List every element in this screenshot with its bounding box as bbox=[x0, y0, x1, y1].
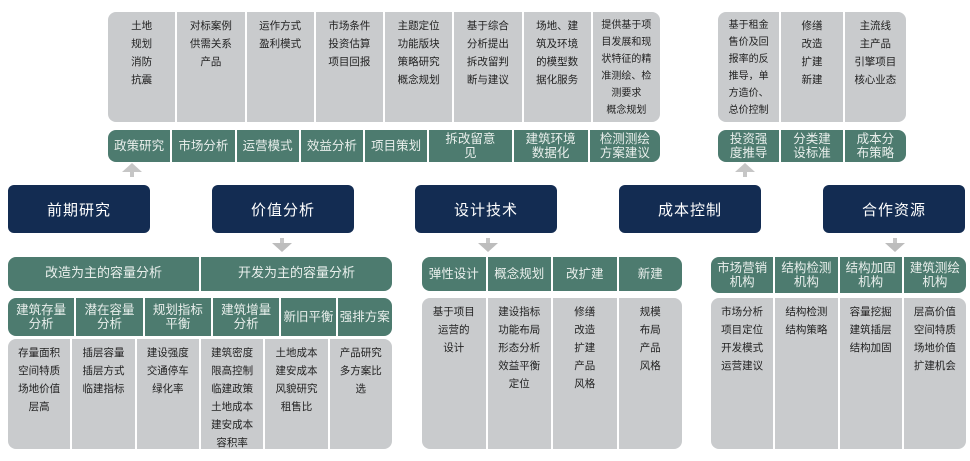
header-renovation-expansion[interactable]: 改扩建 bbox=[553, 257, 617, 291]
design-headers: 弹性设计 概念规划 改扩建 新建 bbox=[422, 257, 682, 291]
header-index-balance[interactable]: 规划指标平衡 bbox=[144, 298, 211, 336]
detail-stock: 存量面积空间特质场地价值层高 bbox=[8, 339, 71, 449]
detail-index: 建设强度交通停车绿化率 bbox=[136, 339, 199, 449]
detail-marketing: 市场分析项目定位开发模式运营建议 bbox=[711, 298, 774, 449]
header-forced-layout[interactable]: 强排方案 bbox=[337, 298, 392, 336]
header-investment-intensity[interactable]: 投资强度推导 bbox=[718, 130, 780, 162]
detail-forced: 产品研究多方案比选 bbox=[329, 339, 392, 449]
arrow-up-icon bbox=[735, 163, 755, 172]
arrow-up-research bbox=[122, 163, 142, 177]
detail-market: 对标案例供需关系产品 bbox=[177, 12, 245, 122]
header-market-analysis[interactable]: 市场分析 bbox=[172, 130, 235, 162]
arrow-up-cost bbox=[735, 163, 755, 177]
detail-potential: 插层容量插层方式临建指标 bbox=[72, 339, 135, 449]
stage-cooperation-resources[interactable]: 合作资源 bbox=[823, 185, 965, 233]
cost-headers: 投资强度推导 分类建设标准 成本分布策略 bbox=[718, 130, 906, 162]
header-demolition-opinion[interactable]: 拆改留意见 bbox=[429, 130, 512, 162]
detail-survey-agency: 层高价值空间特质场地价值扩建机会 bbox=[903, 298, 966, 449]
research-headers: 政策研究 市场分析 运营模式 效益分析 项目策划 拆改留意见 建筑环境数据化 检… bbox=[108, 130, 660, 162]
header-potential-capacity[interactable]: 潜在容量分析 bbox=[76, 298, 143, 336]
value-groups: 改造为主的容量分析 开发为主的容量分析 bbox=[8, 257, 392, 291]
header-concept-planning[interactable]: 概念规划 bbox=[487, 257, 551, 291]
arrow-up-icon bbox=[122, 163, 142, 172]
detail-policy: 土地规划消防抗震 bbox=[108, 12, 176, 122]
detail-flexible: 基于项目运营的设计 bbox=[422, 298, 486, 449]
header-build-standards[interactable]: 分类建设标准 bbox=[781, 130, 843, 162]
detail-digitization: 场地、建筑及环境的模型数据化服务 bbox=[523, 12, 591, 122]
header-building-survey[interactable]: 建筑测绘机构 bbox=[903, 257, 966, 293]
header-project-planning[interactable]: 项目策划 bbox=[365, 130, 428, 162]
header-increment-analysis[interactable]: 建筑增量分析 bbox=[212, 298, 280, 336]
header-stock-analysis[interactable]: 建筑存量分析 bbox=[8, 298, 75, 336]
stage-cost-control[interactable]: 成本控制 bbox=[619, 185, 761, 233]
partner-details: 市场分析项目定位开发模式运营建议 结构检测结构策略 容量挖掘建筑插层结构加固 层… bbox=[711, 298, 966, 449]
stage-preliminary-research[interactable]: 前期研究 bbox=[8, 185, 150, 233]
arrow-down-partners bbox=[885, 238, 905, 252]
cost-details: 基于租金售价及回报率的反推导，单方造价、总价控制 修缮改造扩建新建 主流线主产品… bbox=[718, 12, 906, 122]
detail-concept: 建设指标功能布局形态分析效益平衡定位 bbox=[487, 298, 551, 449]
stage-design-technology[interactable]: 设计技术 bbox=[415, 185, 557, 233]
value-details: 存量面积空间特质场地价值层高 插层容量插层方式临建指标 建设强度交通停车绿化率 … bbox=[8, 339, 392, 449]
header-flexible-design[interactable]: 弹性设计 bbox=[422, 257, 486, 291]
header-old-new-balance[interactable]: 新旧平衡 bbox=[281, 298, 336, 336]
research-details: 土地规划消防抗震 对标案例供需关系产品 运作方式盈利模式 市场条件投资估算项目回… bbox=[108, 12, 660, 122]
header-structure-reinforcement[interactable]: 结构加固机构 bbox=[839, 257, 902, 293]
header-benefit-analysis[interactable]: 效益分析 bbox=[300, 130, 363, 162]
header-operation-mode[interactable]: 运营模式 bbox=[236, 130, 299, 162]
partner-headers: 市场营销机构 结构检测机构 结构加固机构 建筑测绘机构 bbox=[711, 257, 966, 293]
header-survey-plan[interactable]: 检测测绘方案建议 bbox=[589, 130, 660, 162]
group-development-capacity[interactable]: 开发为主的容量分析 bbox=[201, 257, 392, 291]
arrow-down-icon bbox=[885, 243, 905, 252]
header-env-digitization[interactable]: 建筑环境数据化 bbox=[513, 130, 588, 162]
stage-value-analysis[interactable]: 价值分析 bbox=[212, 185, 354, 233]
detail-investment: 基于租金售价及回报率的反推导，单方造价、总价控制 bbox=[718, 12, 780, 122]
header-cost-distribution[interactable]: 成本分布策略 bbox=[844, 130, 906, 162]
arrow-down-icon bbox=[478, 243, 498, 252]
detail-new-build: 规模布局产品风格 bbox=[618, 298, 682, 449]
header-structure-inspection[interactable]: 结构检测机构 bbox=[775, 257, 838, 293]
detail-renovation: 修缮改造扩建产品风格 bbox=[553, 298, 617, 449]
value-headers: 建筑存量分析 潜在容量分析 规划指标平衡 建筑增量分析 新旧平衡 强排方案 bbox=[8, 298, 392, 336]
detail-demolition: 基于综合分析提出拆改留判断与建议 bbox=[454, 12, 522, 122]
header-policy-research[interactable]: 政策研究 bbox=[108, 130, 171, 162]
detail-benefit: 市场条件投资估算项目回报 bbox=[315, 12, 383, 122]
group-renovation-capacity[interactable]: 改造为主的容量分析 bbox=[8, 257, 199, 291]
arrow-down-value bbox=[272, 238, 292, 252]
detail-distribution: 主流线主产品引擎项目核心业态 bbox=[844, 12, 906, 122]
design-details: 基于项目运营的设计 建设指标功能布局形态分析效益平衡定位 修缮改造扩建产品风格 … bbox=[422, 298, 682, 449]
arrow-down-icon bbox=[272, 243, 292, 252]
detail-operation: 运作方式盈利模式 bbox=[246, 12, 314, 122]
detail-reinforcement: 容量挖掘建筑插层结构加固 bbox=[839, 298, 902, 449]
detail-standards: 修缮改造扩建新建 bbox=[781, 12, 843, 122]
detail-survey: 提供基于项目发展和现状特征的精准测绘、检测要求概念规划 bbox=[592, 12, 660, 122]
arrow-down-design bbox=[478, 238, 498, 252]
detail-old-new: 土地成本建安成本风貌研究租售比 bbox=[265, 339, 328, 449]
header-marketing-agency[interactable]: 市场营销机构 bbox=[711, 257, 774, 293]
detail-planning: 主题定位功能版块策略研究概念规划 bbox=[385, 12, 453, 122]
header-new-build[interactable]: 新建 bbox=[618, 257, 682, 291]
detail-inspection: 结构检测结构策略 bbox=[775, 298, 838, 449]
detail-increment: 建筑密度限高控制临建政策土地成本建安成本容积率 bbox=[200, 339, 264, 449]
